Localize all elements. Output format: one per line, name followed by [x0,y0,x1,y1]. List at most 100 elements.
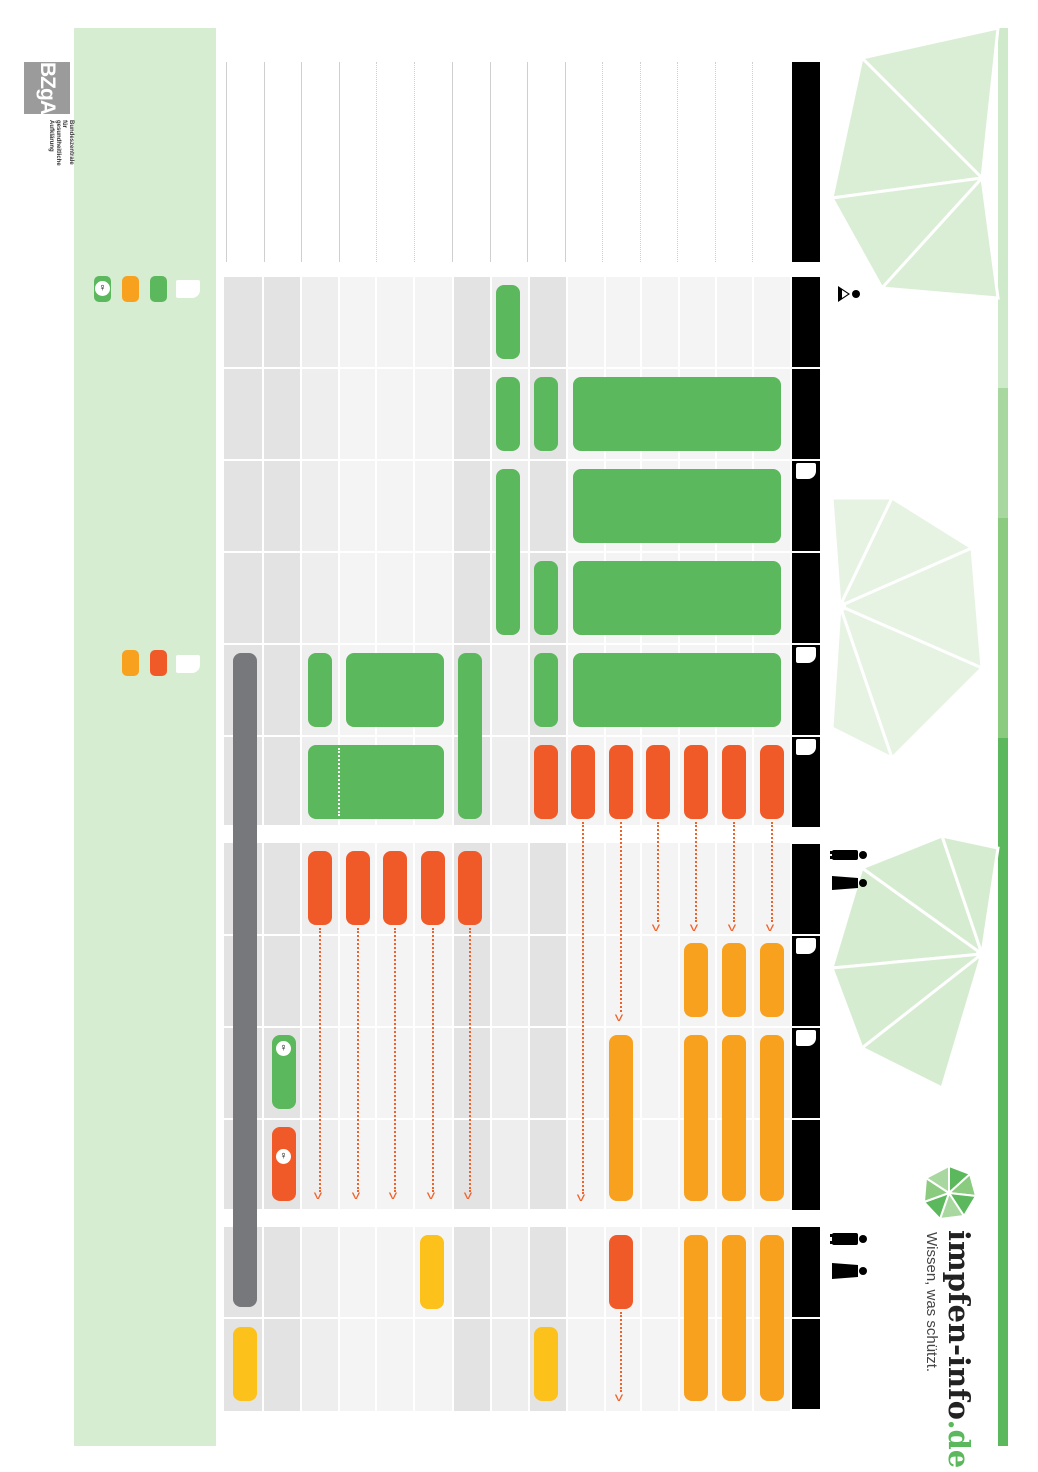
age-group-gap [224,825,790,843]
age-header-cell [792,1227,820,1317]
footnote-flag-icon [796,1030,816,1046]
catch-up-arrow [394,928,396,1192]
arrow-down-icon: v [388,1188,398,1202]
red-vaccination-bar [684,745,708,819]
bzga-name: Bundeszentrale für gesundheitliche Aufkl… [48,120,75,166]
row-separator [640,277,642,1411]
age-separator [224,1118,790,1120]
row-separator [413,277,415,1411]
age-header-cell [792,277,820,367]
arrow-down-icon: v [765,920,775,934]
arrow-down-icon: v [614,1010,624,1024]
green-vaccination-bar [458,653,482,819]
orange-vaccination-bar [760,1035,784,1201]
female-symbol-icon: ♀ [276,1041,291,1056]
green-vaccination-bar [534,561,558,635]
impfen-info-logo-icon [920,1164,978,1222]
green-vaccination-bar [346,653,444,727]
red-vaccination-bar [609,1235,633,1309]
legend-female-green-marker: ♀ [94,276,111,302]
row-separator [300,277,302,1411]
red-vaccination-bar [308,851,332,925]
bzga-logo: BZgA [24,62,70,114]
green-vaccination-bar [496,285,520,359]
row-rule [452,62,453,262]
catch-up-arrow [432,928,434,1192]
green-vaccination-bar [534,377,558,451]
row-shade [300,277,338,1411]
orange-vaccination-bar [722,943,746,1017]
age-header-cell [792,844,820,934]
vaccination-grid [224,277,790,1411]
arrow-down-icon: v [351,1188,361,1202]
arrow-down-icon: v [614,1390,624,1404]
female-green-bar: ♀ [272,1035,296,1109]
row-rule [490,62,491,262]
gray-vaccination-bar [233,653,257,1307]
row-separator [490,277,492,1411]
baby-icon [834,282,862,306]
catch-up-arrow [620,822,622,1012]
brand-tld: .de [942,1419,976,1469]
yellow-vaccination-bar [420,1235,444,1309]
row-rule [226,62,227,262]
legend-red-marker [150,650,167,676]
catch-up-arrow [469,928,471,1192]
footnote-flag-icon-2 [176,655,200,673]
row-separator [566,277,568,1411]
arrow-down-icon: v [313,1188,323,1202]
row-rule [301,62,302,262]
row-separator [604,277,606,1411]
arrow-down-icon: v [727,920,737,934]
female-symbol-icon: ♀ [95,281,110,296]
age-header-cell [792,1319,820,1409]
red-vaccination-bar [646,745,670,819]
brand-slogan: Wissen, was schützt. [923,1232,940,1373]
age-separator [224,934,790,936]
age-separator [224,367,790,369]
green-vaccination-bar [308,653,332,727]
orange-vaccination-bar [760,1235,784,1401]
catch-up-arrow [620,1312,622,1392]
header-label-area [792,62,820,262]
green-vaccination-bar [496,377,520,451]
age-separator [224,735,790,737]
arrow-down-icon: v [651,920,661,934]
red-vaccination-bar [421,851,445,925]
legend-green-marker [150,276,167,302]
legend-panel [74,28,216,1446]
row-separator [678,277,680,1411]
orange-vaccination-bar [722,1035,746,1201]
arrow-down-icon: v [689,920,699,934]
footnote-flag-icon [796,938,816,954]
age-header-cell [792,369,820,459]
orange-vaccination-bar [760,943,784,1017]
age-group-gap [224,1209,790,1227]
brand-name: impfen-info [942,1230,976,1420]
yellow-vaccination-bar [233,1327,257,1401]
legend-orange-marker [122,276,139,302]
green-vaccination-bar-wide [573,469,781,543]
row-rule [339,62,340,262]
red-vaccination-bar [346,851,370,925]
row-separator [452,277,454,1411]
red-vaccination-bar [760,745,784,819]
catch-up-arrow [733,822,735,922]
catch-up-arrow [319,928,321,1192]
female-symbol-icon: ♀ [276,1149,291,1164]
row-separator [528,277,530,1411]
brand-title: impfen-info.de [942,1230,976,1468]
row-shade [262,277,300,1411]
umbrella-decoration [829,28,1008,1446]
green-vaccination-bar-wide [573,561,781,635]
red-vaccination-bar [458,851,482,925]
row-shade [452,277,490,1411]
catch-up-arrow [657,822,659,922]
female-red-bar: ♀ [272,1127,296,1201]
red-vaccination-bar [722,745,746,819]
red-vaccination-bar [609,745,633,819]
footnote-flag-icon [176,280,200,298]
arrow-down-icon: v [576,1190,586,1204]
dotted-divider [338,748,340,816]
child-pair-icon [828,846,868,896]
